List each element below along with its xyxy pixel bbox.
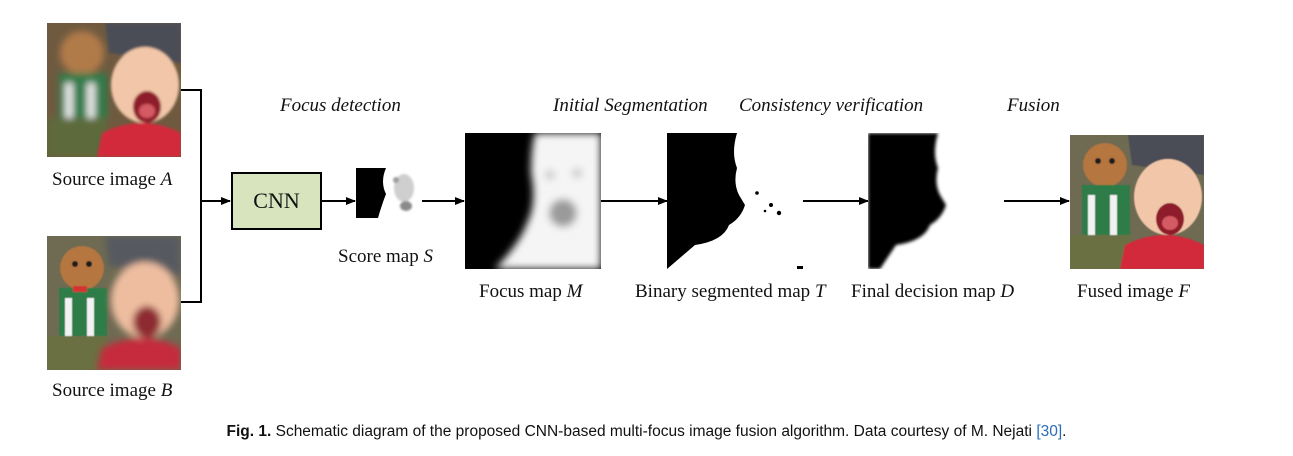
- score-map-var: S: [423, 246, 433, 267]
- source-image-a-var: A: [160, 169, 173, 190]
- binary-map-image: [667, 133, 803, 269]
- binary-map-label: Binary segmented map T: [635, 281, 826, 303]
- stage-focus-detection: Focus detection: [280, 95, 401, 116]
- caption-text: Schematic diagram of the proposed CNN-ba…: [271, 423, 1037, 440]
- binary-map-text: Binary segmented map: [635, 281, 815, 302]
- bracket-line: [181, 89, 202, 303]
- source-image-a-text: Source image: [52, 169, 161, 190]
- source-image-b-text: Source image: [52, 380, 161, 401]
- source-image-b: [47, 236, 181, 370]
- decision-map-label: Final decision map D: [851, 281, 1014, 303]
- caption-label: Fig. 1.: [226, 423, 272, 440]
- cnn-label: CNN: [253, 188, 300, 213]
- stage-consistency-verification: Consistency verification: [739, 95, 924, 116]
- fused-image-text: Fused image: [1077, 281, 1179, 302]
- figure-caption: Fig. 1. Schematic diagram of the propose…: [0, 423, 1293, 441]
- stage-initial-segmentation: Initial Segmentation: [553, 95, 708, 116]
- source-image-b-var: B: [160, 380, 173, 401]
- focus-map-var: M: [566, 281, 583, 302]
- score-map-text: Score map: [338, 246, 424, 267]
- decision-map-text: Final decision map: [851, 281, 1001, 302]
- caption-reference-link[interactable]: [30]: [1036, 423, 1063, 440]
- fused-image: [1070, 135, 1204, 269]
- focus-map-text: Focus map: [479, 281, 567, 302]
- cnn-block: CNN: [231, 172, 322, 230]
- score-map-label: Score map S: [338, 246, 433, 268]
- fused-image-var: F: [1178, 281, 1190, 302]
- focus-map-image: [465, 133, 601, 269]
- stage-fusion: Fusion: [1007, 95, 1060, 116]
- binary-map-var: T: [814, 281, 826, 302]
- fused-image-label: Fused image F: [1077, 281, 1190, 303]
- source-image-a-label: Source image A: [52, 169, 172, 191]
- decision-map-var: D: [1000, 281, 1015, 302]
- source-image-b-label: Source image B: [52, 380, 172, 402]
- caption-end: .: [1062, 423, 1067, 440]
- score-map-image: [356, 168, 422, 218]
- focus-map-label: Focus map M: [479, 281, 582, 303]
- decision-map-image: [868, 133, 1004, 269]
- source-image-a: [47, 23, 181, 157]
